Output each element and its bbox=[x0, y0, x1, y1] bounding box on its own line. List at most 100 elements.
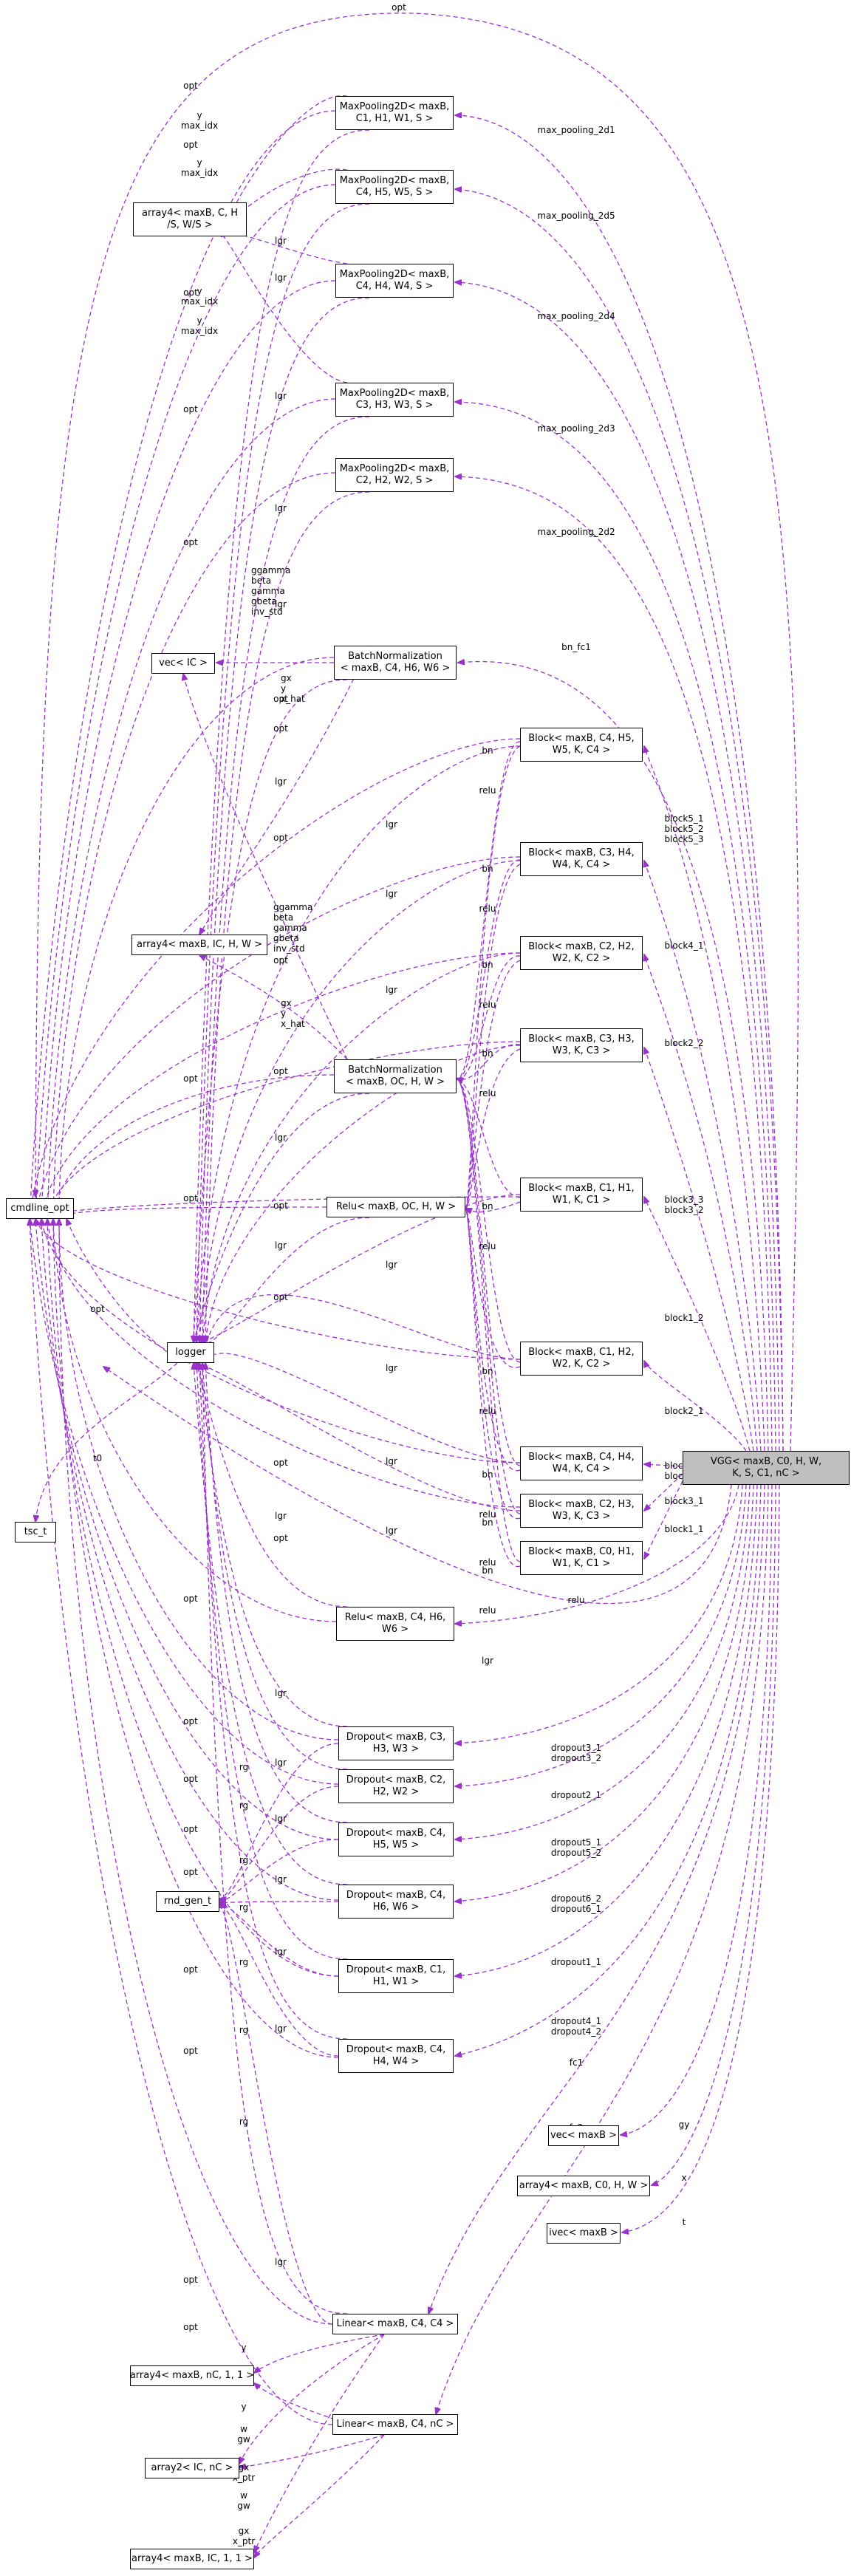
node-batchnorm-mid-line1: BatchNormalization bbox=[348, 1065, 442, 1076]
edge-label-opt: opt bbox=[183, 1193, 198, 1203]
edge-34 bbox=[59, 657, 335, 1219]
edge-label-bn: bn bbox=[482, 1366, 493, 1376]
edge-label-opt: opt bbox=[273, 723, 288, 734]
node-dropout-2[interactable]: Dropout< maxB, C2,H2, W2 > bbox=[338, 1769, 454, 1803]
node-block-5-line1: Block< maxB, C4, H5, bbox=[528, 733, 635, 744]
edge-label-rg: rg bbox=[239, 2117, 248, 2127]
edge-31 bbox=[41, 280, 336, 1219]
edge-label-opt: opt bbox=[273, 1533, 288, 1543]
edge-56 bbox=[199, 297, 370, 1342]
node-block-23-line1: Block< maxB, C2, H3, bbox=[528, 1499, 635, 1510]
node-block-01[interactable]: Block< maxB, C0, H1,W1, K, C1 > bbox=[520, 1541, 643, 1575]
edge-label-y: y bbox=[241, 2343, 246, 2353]
edge-80 bbox=[219, 1839, 339, 1902]
edge-29 bbox=[30, 110, 336, 1219]
node-relu-c4[interactable]: Relu< maxB, C4, H6,W6 > bbox=[336, 1607, 454, 1641]
edge-label-gw: gw bbox=[237, 2501, 250, 2511]
edge-label-gx: gx bbox=[239, 2462, 250, 2473]
node-maxpool-4[interactable]: MaxPooling2D< maxB,C4, H4, W4, S > bbox=[335, 264, 454, 298]
edge-60 bbox=[196, 745, 521, 1342]
edge-label-lgr: lgr bbox=[275, 1511, 287, 1521]
edge-69 bbox=[194, 1363, 521, 1511]
node-block-34[interactable]: Block< maxB, C3, H4,W4, K, C4 > bbox=[520, 842, 643, 876]
node-block-12[interactable]: Block< maxB, C1, H2,W2, K, C2 > bbox=[520, 1342, 643, 1376]
edge-39 bbox=[53, 1074, 335, 1219]
node-batchnorm-mid[interactable]: BatchNormalization< maxB, OC, H, W > bbox=[334, 1059, 457, 1093]
node-dropout-1[interactable]: Dropout< maxB, C1,H1, W1 > bbox=[338, 1959, 454, 1993]
edge-label-bn-mid-members2-2: x_hat bbox=[281, 1019, 305, 1029]
node-dropout-1-line1: Dropout< maxB, C1, bbox=[346, 1964, 446, 1975]
edge-68 bbox=[205, 1353, 521, 1463]
node-dropout-3[interactable]: Dropout< maxB, C3,H3, W3 > bbox=[338, 1726, 454, 1760]
node-tsc-t[interactable]: tsc_t bbox=[15, 1522, 56, 1542]
edge-50 bbox=[47, 1219, 339, 1977]
node-dropout-6[interactable]: Dropout< maxB, C4,H6, W6 > bbox=[338, 1885, 454, 1919]
edge-label-opt: opt bbox=[183, 2275, 198, 2285]
edge-92 bbox=[183, 674, 348, 1060]
node-array4-nc[interactable]: array4< maxB, nC, 1, 1 > bbox=[130, 2365, 254, 2386]
node-array4-ic-1[interactable]: array4< maxB, IC, 1, 1 > bbox=[130, 2549, 254, 2569]
edge-16 bbox=[455, 1484, 739, 1624]
edge-label-relu: relu bbox=[479, 785, 496, 796]
edge-label-w: w bbox=[240, 2424, 247, 2434]
node-maxpool-2[interactable]: MaxPooling2D< maxB,C2, H2, W2, S > bbox=[335, 458, 454, 492]
node-linear-c4-nc[interactable]: Linear< maxB, C4, nC > bbox=[332, 2414, 458, 2435]
edge-28 bbox=[622, 1484, 780, 2232]
edge-label-opt: opt bbox=[183, 140, 198, 150]
edge-73 bbox=[205, 1363, 348, 1823]
edge-26 bbox=[621, 1484, 773, 2135]
node-block-11[interactable]: Block< maxB, C1, H1,W1, K, C1 > bbox=[520, 1178, 643, 1212]
node-dropout-5[interactable]: Dropout< maxB, C4,H5, W5 > bbox=[338, 1822, 454, 1856]
node-rnd-gen-t[interactable]: rnd_gen_t bbox=[156, 1891, 219, 1912]
node-relu-c4-line2: W6 > bbox=[381, 1624, 409, 1635]
edge-label-y: y bbox=[196, 315, 202, 326]
edge-67 bbox=[202, 1294, 521, 1363]
edge-label-bn-mid-members-3: gbeta bbox=[273, 933, 299, 943]
node-dropout-4[interactable]: Dropout< maxB, C4,H4, W4 > bbox=[338, 2039, 454, 2073]
node-block-23[interactable]: Block< maxB, C2, H3,W3, K, C3 > bbox=[520, 1494, 643, 1528]
node-array4-c0[interactable]: array4< maxB, C0, H, W > bbox=[517, 2176, 650, 2196]
edge-label-bn: bn bbox=[482, 1517, 493, 1528]
node-block-22[interactable]: Block< maxB, C2, H2,W2, K, C2 > bbox=[520, 936, 643, 970]
node-ivec-maxb[interactable]: ivec< maxB > bbox=[547, 2223, 621, 2244]
edge-label-lgr: lgr bbox=[386, 819, 397, 830]
node-cmdline-opt[interactable]: cmdline_opt bbox=[6, 1198, 74, 1219]
edge-label-opt: opt bbox=[183, 81, 198, 91]
node-linear-c4-c4[interactable]: Linear< maxB, C4, C4 > bbox=[332, 2314, 458, 2334]
edge-101 bbox=[457, 1044, 521, 1079]
edge-label-lgr: lgr bbox=[386, 1526, 397, 1536]
edge-62 bbox=[202, 952, 521, 1342]
node-array2[interactable]: array2< IC, nC > bbox=[145, 2458, 239, 2478]
edge-label-lgr: lgr bbox=[482, 1656, 493, 1666]
edge-label-fc1: fc1 bbox=[570, 2057, 583, 2068]
node-array4-ic-h-w[interactable]: array4< maxB, IC, H, W > bbox=[131, 935, 267, 955]
node-vec-ic[interactable]: vec< IC > bbox=[151, 653, 215, 674]
edge-label-bn-mid-members-2: gamma bbox=[273, 923, 307, 933]
edge-label-bn-top-members-0: ggamma bbox=[251, 565, 290, 575]
edge-label-lgr: lgr bbox=[386, 1456, 397, 1466]
edge-2 bbox=[455, 189, 784, 1452]
node-maxpool-5[interactable]: MaxPooling2D< maxB,C4, H5, W5, S > bbox=[335, 170, 454, 204]
node-relu-oc-label: Relu< maxB, OC, H, W > bbox=[335, 1201, 457, 1212]
node-logger[interactable]: logger bbox=[167, 1342, 214, 1363]
node-vgg[interactable]: VGG< maxB, C0, H, W,K, S, C1, nC > bbox=[683, 1451, 850, 1485]
node-block-44[interactable]: Block< maxB, C4, H4,W4, K, C4 > bbox=[520, 1446, 643, 1480]
edge-paths bbox=[30, 13, 799, 2558]
node-block-5[interactable]: Block< maxB, C4, H5,W5, K, C4 > bbox=[520, 728, 643, 762]
node-array4-c-h[interactable]: array4< maxB, C, H/S, W/S > bbox=[133, 202, 247, 236]
edge-label-bn-fc1: bn_fc1 bbox=[561, 642, 591, 652]
node-batchnorm-top[interactable]: BatchNormalization< maxB, C4, H6, W6 > bbox=[334, 646, 457, 680]
edge-118 bbox=[254, 2434, 385, 2558]
edge-64 bbox=[194, 1093, 370, 1342]
edge-label-rg: rg bbox=[239, 1957, 248, 1967]
node-block-33[interactable]: Block< maxB, C3, H3,W3, K, C3 > bbox=[520, 1028, 643, 1062]
node-maxpool-2-line2: C2, H2, W2, S > bbox=[355, 475, 434, 486]
node-vec-maxb[interactable]: vec< maxB > bbox=[548, 2125, 619, 2146]
edge-label-bn: bn bbox=[482, 1048, 493, 1059]
node-block-12-line1: Block< maxB, C1, H2, bbox=[528, 1347, 635, 1358]
node-relu-oc[interactable]: Relu< maxB, OC, H, W > bbox=[327, 1197, 465, 1217]
edge-label-gx: gx bbox=[239, 2526, 250, 2536]
node-maxpool-1[interactable]: MaxPooling2D< maxB,C1, H1, W1, S > bbox=[335, 96, 454, 130]
edge-label-gy: gy bbox=[679, 2119, 690, 2130]
node-maxpool-3[interactable]: MaxPooling2D< maxB,C3, H3, W3, S > bbox=[335, 383, 454, 417]
